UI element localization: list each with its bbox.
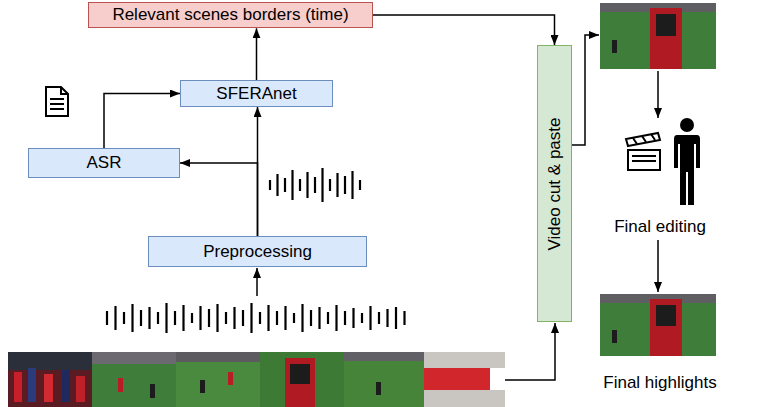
flow-arrow [657, 240, 659, 292]
step-label: Final highlights [603, 374, 716, 393]
input-arrow [256, 268, 258, 296]
clapperboard-icon [626, 133, 660, 170]
node-label: SFERAnet [216, 84, 296, 103]
step-label: Final editing [614, 218, 706, 237]
video-film-strip [8, 352, 505, 407]
flow-connector [104, 94, 180, 149]
person-icon [674, 118, 700, 205]
flow-arrow [657, 71, 659, 118]
document-icon [46, 87, 68, 116]
flow-connector [180, 163, 258, 236]
video-input-arrow [505, 323, 555, 380]
audio-waveform [270, 168, 360, 202]
video-output-arrow [572, 35, 599, 145]
audio-waveform [107, 303, 405, 333]
cut-video-frame [600, 3, 716, 69]
flow-connector [373, 15, 555, 45]
node-label: Preprocessing [203, 242, 312, 261]
flow-connector [256, 28, 258, 80]
node-label: Relevant scenes borders (time) [112, 6, 348, 25]
output-box: Relevant scenes borders (time) [88, 2, 373, 29]
process-box: ASR [28, 148, 180, 178]
process-box: Video cut & paste [537, 45, 572, 322]
process-box: Preprocessing [148, 236, 367, 267]
process-box: SFERAnet [180, 80, 333, 107]
highlights-video-frame [600, 294, 716, 356]
node-label: Video cut & paste [545, 117, 564, 250]
node-label: ASR [87, 154, 122, 173]
